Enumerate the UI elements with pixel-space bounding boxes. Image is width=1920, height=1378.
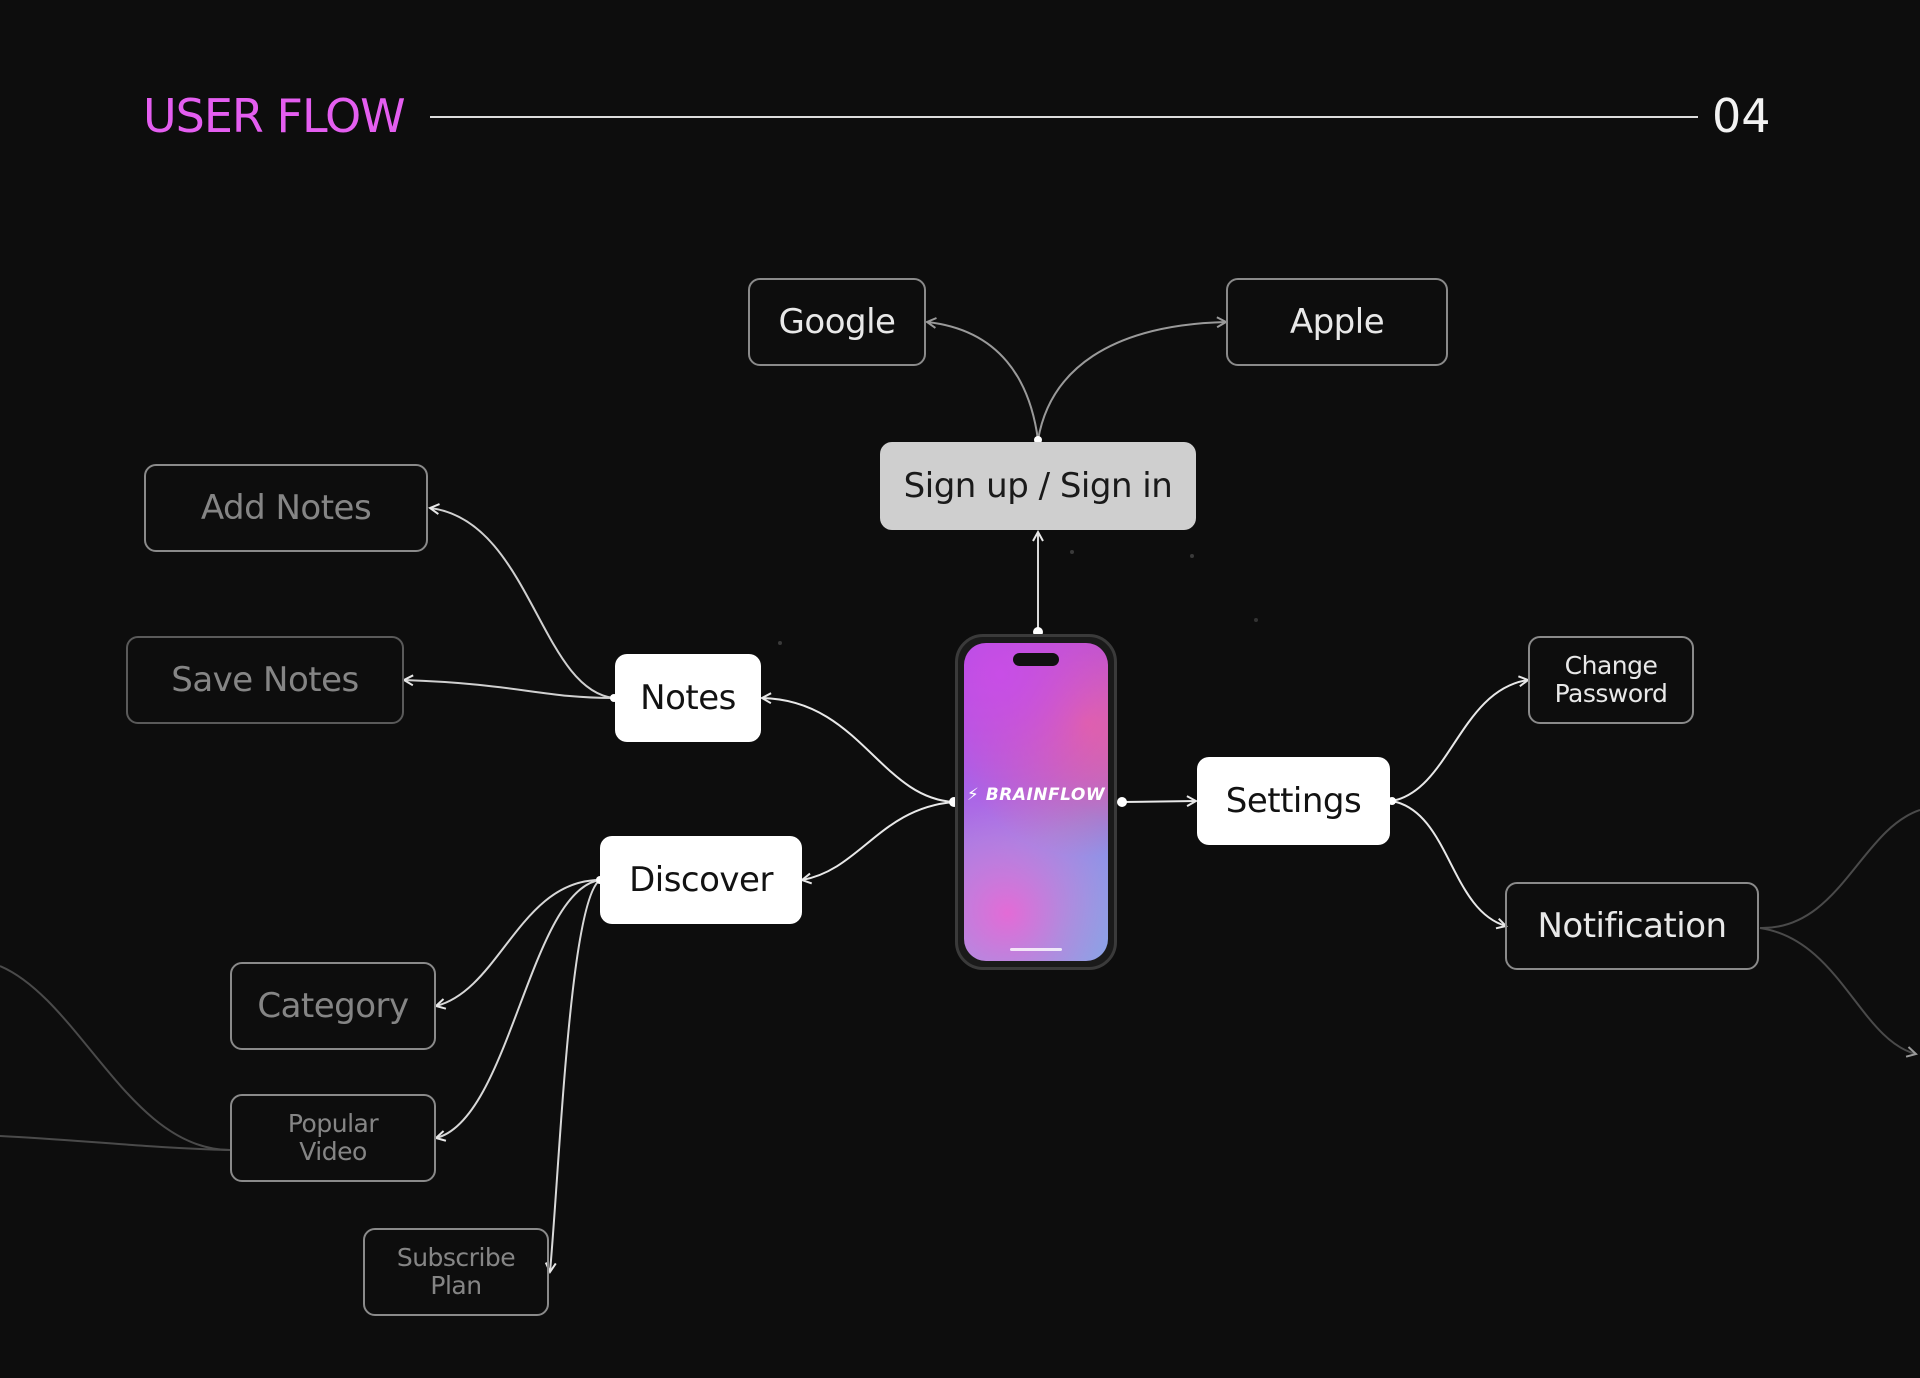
- node-popular-video-line2: Video: [299, 1137, 367, 1166]
- node-google-label: Google: [778, 302, 896, 342]
- node-change-password-line2: Password: [1554, 679, 1668, 708]
- junction-dot: [1388, 797, 1396, 805]
- node-notification[interactable]: Notification: [1505, 882, 1759, 970]
- node-settings-label: Settings: [1225, 781, 1362, 821]
- node-discover-label: Discover: [629, 860, 773, 900]
- app-brand-text: BRAINFLOW: [985, 785, 1106, 805]
- app-brand: ⚡ BRAINFLOW: [964, 785, 1108, 805]
- node-add-notes-label: Add Notes: [200, 488, 372, 528]
- page-title: USER FLOW: [143, 89, 406, 143]
- node-category[interactable]: Category: [230, 962, 436, 1050]
- connector-faint-right-bottom: [1759, 927, 1916, 1054]
- connector-phone-notes: [762, 698, 955, 803]
- node-signin[interactable]: Sign up / Sign in: [880, 442, 1196, 530]
- node-apple-label: Apple: [1289, 302, 1385, 342]
- phone-notch: [1013, 653, 1059, 666]
- node-change-password-line1: Change: [1564, 651, 1658, 680]
- connector-faint-left-top: [0, 965, 231, 1151]
- connector-faint-left-bottom: [0, 1135, 231, 1151]
- node-notes[interactable]: Notes: [615, 654, 761, 742]
- connector-discover-popular: [436, 879, 601, 1138]
- connector-discover-subscribe: [550, 879, 601, 1272]
- node-popular-video[interactable]: Popular Video: [230, 1094, 436, 1182]
- connector-signin-google: [927, 322, 1039, 441]
- node-subscribe-plan-line2: Plan: [430, 1271, 482, 1300]
- connector-phone-settings: [1121, 801, 1196, 802]
- connector-signin-apple: [1037, 322, 1226, 441]
- page-number: 04: [1712, 89, 1771, 143]
- node-change-password[interactable]: Change Password: [1528, 636, 1694, 724]
- background-star: [1190, 554, 1194, 558]
- node-save-notes-label: Save Notes: [171, 660, 359, 700]
- connector-settings-notification: [1391, 800, 1506, 926]
- header-divider: [430, 116, 1698, 118]
- node-add-notes[interactable]: Add Notes: [144, 464, 428, 552]
- junction-dot: [1117, 797, 1127, 807]
- node-save-notes[interactable]: Save Notes: [126, 636, 404, 724]
- connector-faint-right-top: [1759, 809, 1920, 930]
- connector-settings-password: [1391, 680, 1528, 802]
- connector-notes-save: [404, 680, 615, 699]
- background-star: [778, 641, 782, 645]
- node-apple[interactable]: Apple: [1226, 278, 1448, 366]
- node-notes-label: Notes: [640, 678, 736, 718]
- phone-home-indicator: [1010, 948, 1062, 951]
- node-subscribe-plan[interactable]: Subscribe Plan: [363, 1228, 549, 1316]
- node-discover[interactable]: Discover: [600, 836, 802, 924]
- background-star: [1070, 550, 1074, 554]
- node-category-label: Category: [257, 986, 409, 1026]
- lightning-bolt-icon: ⚡: [966, 785, 980, 805]
- node-subscribe-plan-line1: Subscribe: [396, 1243, 516, 1272]
- connector-discover-category: [436, 879, 601, 1006]
- node-signin-label: Sign up / Sign in: [903, 466, 1173, 506]
- background-star: [1254, 618, 1258, 622]
- connector-notes-add: [430, 508, 615, 699]
- node-popular-video-line1: Popular: [287, 1109, 379, 1138]
- phone-screen: ⚡ BRAINFLOW: [964, 643, 1108, 961]
- phone-mockup: ⚡ BRAINFLOW: [955, 634, 1117, 970]
- node-google[interactable]: Google: [748, 278, 926, 366]
- node-notification-label: Notification: [1537, 906, 1727, 946]
- node-settings[interactable]: Settings: [1197, 757, 1390, 845]
- connector-phone-discover: [802, 801, 955, 880]
